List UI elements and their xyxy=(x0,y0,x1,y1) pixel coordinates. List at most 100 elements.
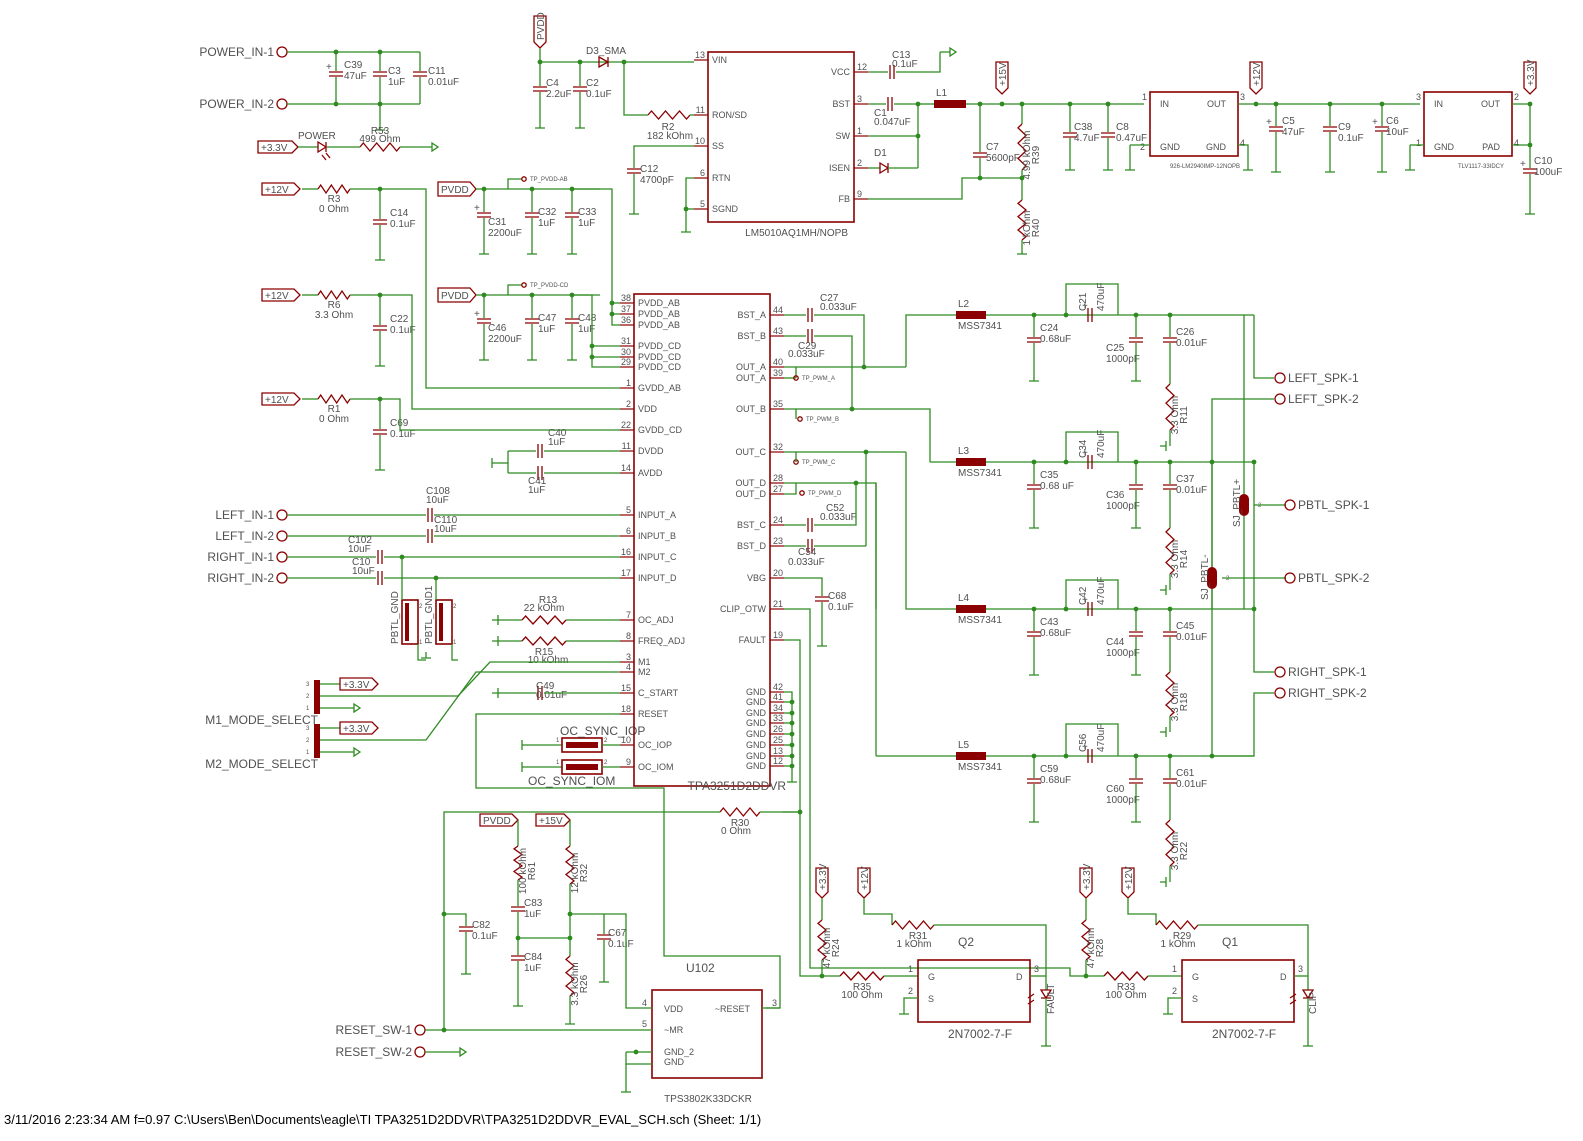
test-point-label: TP_PWM_B xyxy=(806,417,839,423)
pin-name: GND xyxy=(746,708,767,718)
port-label: POWER_IN-1 xyxy=(199,45,274,59)
wire xyxy=(1253,315,1274,379)
port-label: PBTL_SPK-2 xyxy=(1298,571,1370,585)
pin-name: SGND xyxy=(712,204,739,214)
capacitor-ref: C45 xyxy=(1176,621,1195,632)
capacitor-value: 10uF xyxy=(348,544,371,555)
resistor-value: 499 Ohm xyxy=(359,134,400,145)
test-point-icon xyxy=(521,282,527,288)
rail-label: +12V xyxy=(860,866,871,890)
pin-number: 31 xyxy=(621,336,631,346)
pin-number: 2 xyxy=(626,399,631,409)
wire xyxy=(507,284,522,295)
rail-label: +12V xyxy=(265,291,289,302)
diode-icon xyxy=(598,55,610,69)
capacitor-icon xyxy=(807,539,813,553)
pin-name: ~RESET xyxy=(715,1004,751,1014)
ground-icon xyxy=(1525,208,1535,215)
pin-number: 42 xyxy=(773,682,783,692)
resistor-value: 100 Ohm xyxy=(1105,990,1146,1001)
ground-icon xyxy=(621,1086,631,1093)
capacitor-icon xyxy=(533,86,547,92)
jumper-bar xyxy=(566,764,598,770)
rail-label: PVDD xyxy=(441,291,469,302)
capacitor-ref: C12 xyxy=(640,164,659,175)
tps3802-part: TPS3802K33DCKR xyxy=(664,1094,752,1105)
resistor-ref: R3 xyxy=(328,194,341,205)
capacitor-ref: C29 xyxy=(798,341,817,352)
capacitor-value: 470uF xyxy=(1096,577,1107,605)
capacitor-icon xyxy=(1129,484,1143,490)
pin-number: 9 xyxy=(626,757,631,767)
pin-name: SW xyxy=(836,131,851,141)
ground-icon xyxy=(535,122,545,129)
pin-number: 2 xyxy=(306,738,310,744)
ground-icon xyxy=(527,248,537,255)
ground-icon xyxy=(899,1008,909,1015)
wire xyxy=(572,188,620,304)
ground-icon xyxy=(1325,166,1335,173)
wire xyxy=(903,997,918,1008)
resistor-icon xyxy=(1165,671,1175,717)
resistor-ref: R18 xyxy=(1179,692,1190,711)
resistor-value: 1 kOhm xyxy=(1022,210,1033,245)
ground-icon xyxy=(1271,166,1281,173)
pin-number: 10 xyxy=(621,735,631,745)
polarity-mark: + xyxy=(1082,595,1088,606)
capacitor-ref: C56 xyxy=(1078,733,1089,752)
junction xyxy=(861,364,867,370)
capacitor-value: 0.01uF xyxy=(1176,779,1207,790)
resistor-ref: R35 xyxy=(853,982,872,993)
capacitor-ref: C61 xyxy=(1176,768,1195,779)
capacitor-icon xyxy=(459,926,473,932)
pin-number: 3 xyxy=(1416,92,1421,102)
resistor-icon xyxy=(1165,383,1175,431)
capacitor-icon xyxy=(1087,602,1093,616)
junction xyxy=(609,311,615,317)
pin-number: 36 xyxy=(621,315,631,325)
resistor-icon xyxy=(317,183,351,195)
capacitor-value: 0.01uF xyxy=(1176,632,1207,643)
capacitor-icon xyxy=(597,934,611,940)
capacitor-value: 1uF xyxy=(548,437,565,448)
resistor-icon xyxy=(816,919,828,961)
port-terminal-icon xyxy=(276,530,288,542)
solder-jumper-icon xyxy=(1207,567,1217,589)
pin-name: OUT_B xyxy=(736,404,766,414)
resistor-value: 3.3 kOhm xyxy=(570,962,581,1005)
rail-flag-icon xyxy=(261,392,301,406)
pin-number: 1 xyxy=(556,760,560,766)
ground-icon xyxy=(629,208,639,215)
pin-number: 10 xyxy=(695,136,705,146)
pin-number: 2 xyxy=(1514,92,1519,102)
rail-label: +12V xyxy=(265,395,289,406)
pin-number: 40 xyxy=(773,357,783,367)
pin-number: 6 xyxy=(626,526,631,536)
wire xyxy=(1253,462,1274,673)
resistor-ref: R14 xyxy=(1179,549,1190,568)
pin-number: 11 xyxy=(696,105,705,115)
pin-number: 2 xyxy=(908,986,913,996)
pin-name: C_START xyxy=(638,688,679,698)
capacitor-icon xyxy=(427,529,433,543)
ground-icon xyxy=(527,354,537,361)
capacitor-value: 100uF xyxy=(1534,167,1562,178)
capacitor-ref: C67 xyxy=(608,928,627,939)
wire xyxy=(1238,144,1249,164)
pin-number: 28 xyxy=(773,473,783,483)
rail-label: +15V xyxy=(539,816,563,827)
capacitor-icon xyxy=(1163,337,1177,343)
ground-icon xyxy=(492,636,499,646)
junction xyxy=(633,1049,639,1055)
ground-icon xyxy=(1029,522,1039,529)
capacitor-ref: C84 xyxy=(524,952,543,963)
capacitor-icon xyxy=(427,508,433,522)
capacitor-ref: C34 xyxy=(1078,439,1089,458)
capacitor-icon xyxy=(477,212,491,218)
pin-number: 3 xyxy=(772,998,777,1008)
rail-label: PVDD xyxy=(441,185,469,196)
resistor-ref: R29 xyxy=(1173,931,1192,942)
ground-icon xyxy=(567,248,577,255)
resistor-value: 100 kOhm xyxy=(518,848,529,894)
